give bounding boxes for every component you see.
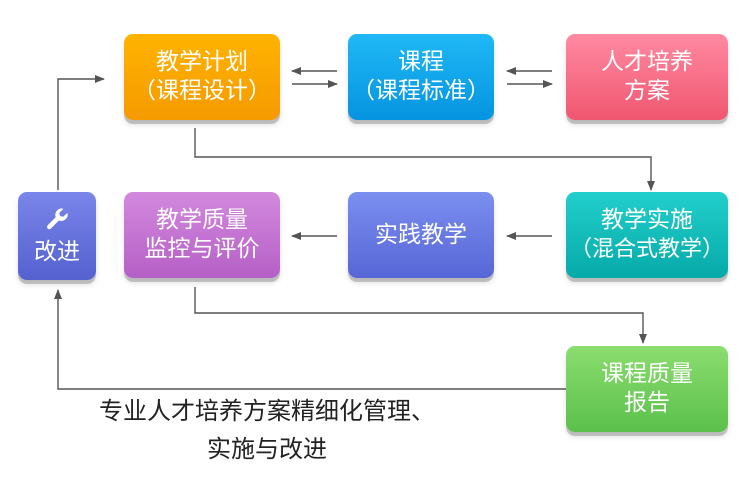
caption-line-2: 实施与改进	[207, 435, 327, 463]
improve-box: 改进	[18, 192, 96, 280]
arrow-improve-to-plan	[57, 75, 105, 190]
teaching-plan-subtitle: （课程设计）	[133, 78, 271, 104]
arrow-report-to-improve	[54, 289, 566, 390]
practice-teaching-title: 实践教学	[375, 221, 467, 248]
teaching-plan-box: 教学计划 （课程设计）	[124, 34, 280, 120]
caption-line-1: 专业人才培养方案精细化管理、	[99, 397, 435, 425]
course-box: 课程 （课程标准）	[348, 34, 494, 120]
course-title: 课程	[398, 49, 444, 75]
course-subtitle: （课程标准）	[352, 78, 490, 104]
wrench-icon	[47, 208, 68, 229]
diagram-caption: 专业人才培养方案精细化管理、 实施与改进	[52, 392, 482, 468]
talent-plan-box: 人才培养 方案	[566, 34, 728, 120]
quality-report-title: 课程质量	[601, 361, 693, 387]
arrow-plan-to-implementation	[194, 128, 655, 191]
practice-teaching-box: 实践教学	[348, 192, 494, 278]
quality-report-box: 课程质量 报告	[566, 346, 728, 432]
arrow-monitoring-to-report	[194, 287, 647, 344]
quality-monitoring-title: 教学质量	[156, 207, 248, 233]
teaching-implementation-box: 教学实施 （混合式教学）	[566, 192, 728, 278]
teaching-plan-title: 教学计划	[156, 49, 248, 75]
improve-label: 改进	[34, 238, 80, 265]
teaching-implementation-subtitle: （混合式教学）	[569, 237, 724, 262]
quality-monitoring-box: 教学质量 监控与评价	[124, 192, 280, 278]
talent-plan-title: 人才培养	[601, 49, 693, 75]
quality-report-subtitle: 报告	[624, 390, 670, 416]
talent-plan-subtitle: 方案	[624, 78, 670, 104]
quality-monitoring-subtitle: 监控与评价	[144, 236, 260, 262]
teaching-implementation-title: 教学实施	[601, 207, 693, 233]
